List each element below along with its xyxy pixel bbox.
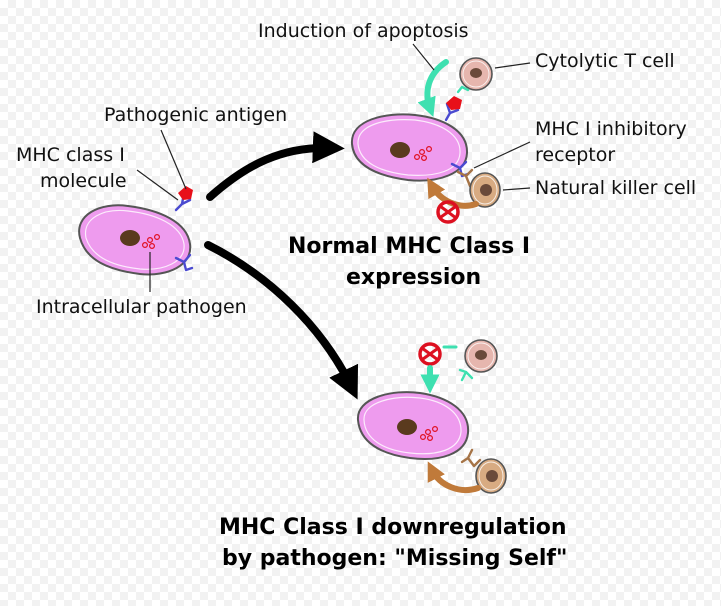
inhibitory-receptor-ligand-normal: [450, 160, 470, 178]
label-pathogenic-antigen: Pathogenic antigen: [104, 104, 287, 126]
cytolytic-t-cell-inactive: [464, 339, 498, 373]
label-induction-of-apoptosis: Induction of apoptosis: [258, 20, 469, 42]
t-cell-receptor: [456, 85, 470, 94]
nucleus: [390, 142, 410, 158]
natural-killer-cell: [469, 172, 501, 208]
label-cytolytic-t-cell: Cytolytic T cell: [535, 50, 675, 72]
label-mhc-i-inhibitory-receptor-line1: MHC I inhibitory: [535, 118, 687, 140]
apoptosis-induction-arrow: [417, 59, 449, 117]
pathogenic-antigen-shape: [178, 186, 193, 200]
mhc-class-i-molecule-normal: [444, 102, 460, 122]
downregulated-target-cell: [356, 391, 470, 460]
label-natural-killer-cell: Natural killer cell: [535, 177, 696, 199]
label-mhc-class-i-molecule-line1: MHC class I: [16, 144, 125, 166]
normal-target-cell: [350, 113, 469, 182]
heading-normal-line1: Normal MHC Class I: [288, 234, 530, 259]
pathogenic-antigen-normal: [446, 96, 462, 110]
nk-inhibitory-receptor: [456, 168, 480, 188]
heading-downregulation-line1: MHC Class I downregulation: [219, 515, 567, 540]
cytolytic-t-cell: [459, 57, 493, 91]
natural-killer-cell-active: [475, 458, 507, 494]
nucleus: [397, 419, 417, 435]
inhibition-sign: [436, 200, 460, 224]
label-mhc-i-inhibitory-receptor-line2: receptor: [535, 144, 615, 166]
nk-inhibitory-receptor-unbound: [460, 448, 482, 468]
nk-activation-arrow: [427, 461, 481, 493]
heading-normal-line2: expression: [346, 265, 481, 290]
heading-downregulation-line2: by pathogen: "Missing Self": [222, 546, 567, 571]
label-intracellular-pathogen: Intracellular pathogen: [36, 296, 247, 318]
arrow-to-downregulation: [204, 241, 359, 400]
arrow-to-normal-expression: [206, 131, 345, 201]
infected-cell: [78, 204, 192, 276]
nucleus: [120, 230, 140, 246]
t-cell-receptor-unbound: [458, 368, 474, 382]
inhibition-sign-t-cell: [418, 342, 442, 366]
label-mhc-class-i-molecule-line2: molecule: [40, 170, 127, 192]
inhibitory-receptor-ligand: [174, 253, 194, 272]
